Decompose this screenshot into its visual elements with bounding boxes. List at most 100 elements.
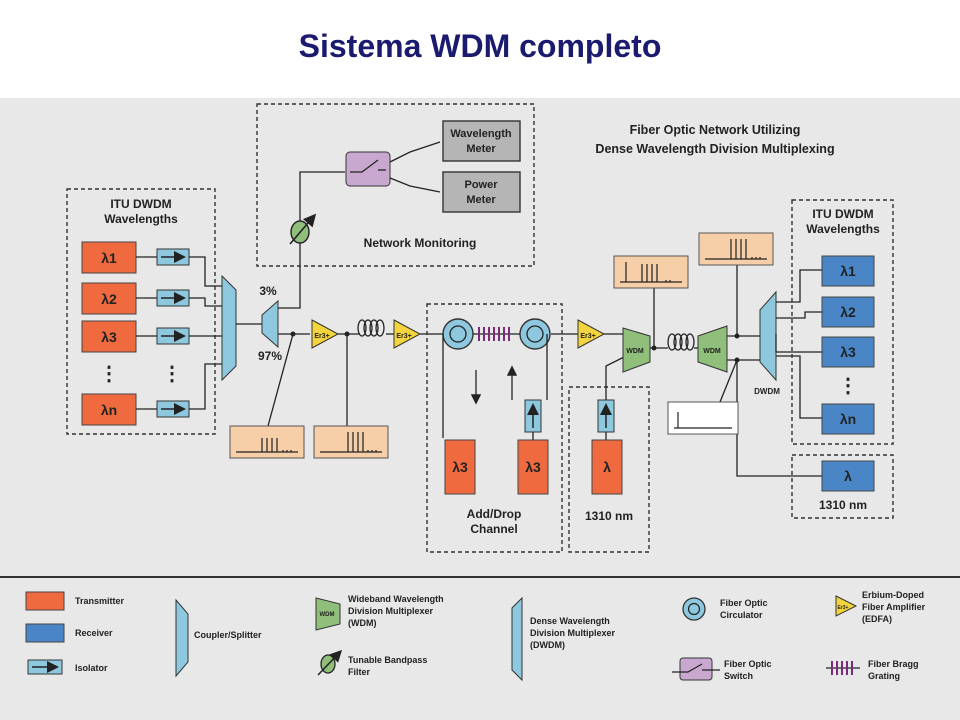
- legend-edfa-3: (EDFA): [862, 614, 892, 624]
- svg-text:WDM: WDM: [703, 348, 721, 355]
- fiber-coil-1: [357, 319, 385, 337]
- right-group-title1: ITU DWDM: [812, 207, 873, 221]
- fiber-switch: [345, 151, 391, 187]
- wdm-demux: WDM: [697, 325, 728, 373]
- nm1310-tx-label: 1310 nm: [585, 509, 633, 523]
- transmitter-1: λ1: [81, 241, 137, 274]
- power-meter: Power Meter: [442, 171, 521, 213]
- legend-transmitter: Transmitter: [75, 596, 125, 606]
- tunable-filter-icon: [289, 213, 317, 245]
- wdm-fibers: [653, 264, 822, 477]
- transmitter-n-label: λn: [101, 402, 117, 418]
- tap-97-percent: 97%: [258, 349, 282, 363]
- drop-transmitter: λ3: [444, 439, 476, 495]
- mux-coupler: [221, 274, 237, 382]
- nm1310-receiver: λ: [821, 460, 875, 492]
- svg-text:Er3+: Er3+: [838, 605, 849, 611]
- nm1310-rx-box: [791, 454, 894, 519]
- nm1310-tx-box: [568, 386, 650, 553]
- legend-filter-2: Filter: [348, 667, 371, 677]
- right-rx-dots: ⋮: [838, 375, 858, 397]
- legend-dwdm-1: Dense Wavelength: [530, 616, 610, 626]
- transmitter-n: λn: [81, 393, 137, 426]
- tap-node: [290, 331, 296, 337]
- header-line2: Dense Wavelength Division Multiplexing: [595, 142, 834, 156]
- circulator-icon: [682, 597, 706, 621]
- legend-transmitter-swatch: [25, 591, 65, 611]
- fiber-coil-2: [667, 333, 695, 351]
- circulator-icon: [442, 318, 474, 350]
- wavelength-meter-label1: Wavelength: [450, 128, 512, 140]
- receiver-1: λ1: [821, 255, 875, 287]
- power-meter-label1: Power: [464, 179, 498, 191]
- switch-icon: [672, 657, 720, 681]
- left-group-title1: ITU DWDM: [110, 197, 171, 211]
- circulator-icon: [519, 318, 551, 350]
- receiver-3: λ3: [821, 336, 875, 368]
- svg-text:λ3: λ3: [840, 344, 856, 360]
- nm1310-transmitter: λ: [591, 439, 623, 495]
- spectrum-5: [667, 401, 739, 435]
- tunable-filter-icon: [317, 649, 343, 676]
- svg-text:λ2: λ2: [840, 304, 856, 320]
- transmitter-2-label: λ2: [101, 291, 117, 307]
- add-drop-fibers: [442, 334, 548, 438]
- svg-text:λn: λn: [840, 411, 856, 427]
- legend-wdm-1: Wideband Wavelength: [348, 594, 444, 604]
- left-fibers: [136, 256, 222, 410]
- legend-switch-2: Switch: [724, 671, 753, 681]
- coupler-icon: [175, 598, 189, 678]
- dwdm-fibers: [775, 269, 822, 419]
- isolator-icon: [156, 248, 190, 266]
- receiver-2: λ2: [821, 296, 875, 328]
- transmitter-3-label: λ3: [101, 329, 117, 345]
- edfa-1: Er3+: [311, 319, 340, 349]
- spectrum-4: [698, 232, 774, 266]
- spectrum-1: [229, 425, 305, 459]
- svg-text:WDM: WDM: [626, 348, 644, 355]
- spectrum-2: [313, 425, 389, 459]
- legend-wdm-2: Division Multiplexer: [348, 606, 434, 616]
- transmitter-3: λ3: [81, 320, 137, 353]
- fiber-bragg-grating: [473, 327, 520, 341]
- legend-receiver-swatch: [25, 623, 65, 643]
- legend-filter-1: Tunable Bandpass: [348, 655, 427, 665]
- left-group-box: [66, 188, 216, 435]
- page-title: Sistema WDM completo: [298, 28, 662, 64]
- isolator-icon: [156, 327, 190, 345]
- svg-text:WDM: WDM: [320, 612, 335, 618]
- transmitter-1-label: λ1: [101, 250, 117, 266]
- wdm-icon: WDM: [315, 597, 341, 631]
- isolator-icon: [524, 399, 542, 433]
- monitoring-box: [256, 103, 535, 267]
- edfa-2: Er3+: [393, 319, 422, 349]
- legend-circulator-2: Circulator: [720, 610, 763, 620]
- wavelength-meter-label2: Meter: [466, 143, 496, 155]
- receiver-n: λn: [821, 403, 875, 435]
- svg-text:λ1: λ1: [840, 263, 856, 279]
- left-tx-dots: ⋮: [99, 363, 119, 385]
- add-drop-label2: Channel: [470, 522, 517, 536]
- tap-3-percent: 3%: [259, 284, 277, 298]
- legend-circulator-1: Fiber Optic: [720, 598, 768, 608]
- left-iso-dots: ⋮: [162, 363, 182, 385]
- isolator-icon: [156, 289, 190, 307]
- monitor-fibers: [389, 141, 441, 193]
- spectrum-3: [613, 255, 689, 289]
- tap-coupler: [261, 299, 279, 349]
- header-line1: Fiber Optic Network Utilizing: [630, 123, 801, 137]
- transmitter-2: λ2: [81, 282, 137, 315]
- legend-edfa-1: Erbium-Doped: [862, 590, 924, 600]
- add-transmitter: λ3: [517, 439, 549, 495]
- nm1310-rx-label: 1310 nm: [819, 498, 867, 512]
- legend-fbg-1: Fiber Bragg: [868, 659, 919, 669]
- dwdm-demux: [759, 290, 777, 382]
- legend-isolator: Isolator: [75, 663, 108, 673]
- legend-dwdm-3: (DWDM): [530, 640, 565, 650]
- legend-coupler: Coupler/Splitter: [194, 630, 262, 640]
- tap-node: [344, 331, 350, 337]
- main-fiber: [236, 171, 760, 427]
- svg-text:λ3: λ3: [525, 459, 541, 475]
- edfa-icon: Er3+: [835, 595, 858, 617]
